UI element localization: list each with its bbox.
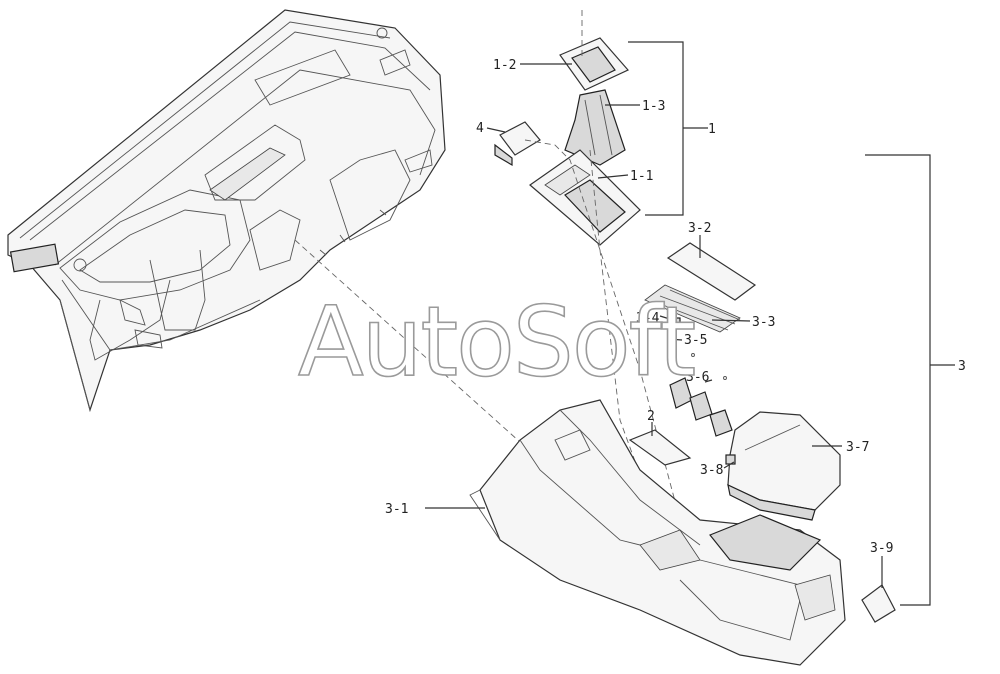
callout-3-8: 3-8 <box>700 463 723 478</box>
callout-1-1: 1-1 <box>630 169 653 184</box>
callout-3-2: 3-2 <box>688 221 711 236</box>
leader-dashed-dashboard <box>294 239 541 461</box>
callout-3-3: 3-3 <box>752 315 775 330</box>
shift-boot-frame-1-2 <box>559 37 629 91</box>
end-cap-3-9 <box>861 584 896 623</box>
leader-3-5 <box>667 338 683 341</box>
leader-dashed-switch <box>524 139 681 521</box>
callout-4: 4 <box>476 121 484 136</box>
shift-panel-1-1 <box>529 149 641 246</box>
callout-3-9: 3-9 <box>870 541 893 556</box>
shift-boot-1-3 <box>564 89 626 166</box>
callout-1: 1 <box>708 122 716 137</box>
callout-3-1: 3-1 <box>385 502 408 517</box>
callout-1-3: 1-3 <box>642 99 665 114</box>
callout-1-2: 1-2 <box>493 58 516 73</box>
callout-3-6: 3-6 <box>686 370 709 385</box>
callout-3-4: 3-4 <box>636 311 660 326</box>
clips-3-6 <box>669 377 733 437</box>
leader-4 <box>486 127 506 133</box>
small-parts-3-4-3-5 <box>672 317 727 380</box>
console-trim-3-2 <box>666 242 757 301</box>
watermark: AutoSoft <box>298 286 695 398</box>
leader-1-1 <box>597 174 629 179</box>
leader-3-4 <box>659 315 674 321</box>
callout-3-7: 3-7 <box>846 440 869 455</box>
leader-3-6 <box>704 379 713 383</box>
bracket-2 <box>628 429 692 466</box>
group-bracket-1 <box>628 41 708 216</box>
armrest-lid-3-7 <box>727 411 841 521</box>
console-body-3-1 <box>469 399 846 666</box>
leader-3-3 <box>711 319 751 322</box>
callout-3-5: 3-5 <box>684 333 707 348</box>
group-bracket-3 <box>865 154 955 606</box>
switch-4 <box>494 121 541 167</box>
dashboard-drawing <box>7 9 446 413</box>
callout-3: 3 <box>958 359 966 374</box>
leader-3-8 <box>723 461 735 469</box>
callout-2: 2 <box>647 409 655 424</box>
